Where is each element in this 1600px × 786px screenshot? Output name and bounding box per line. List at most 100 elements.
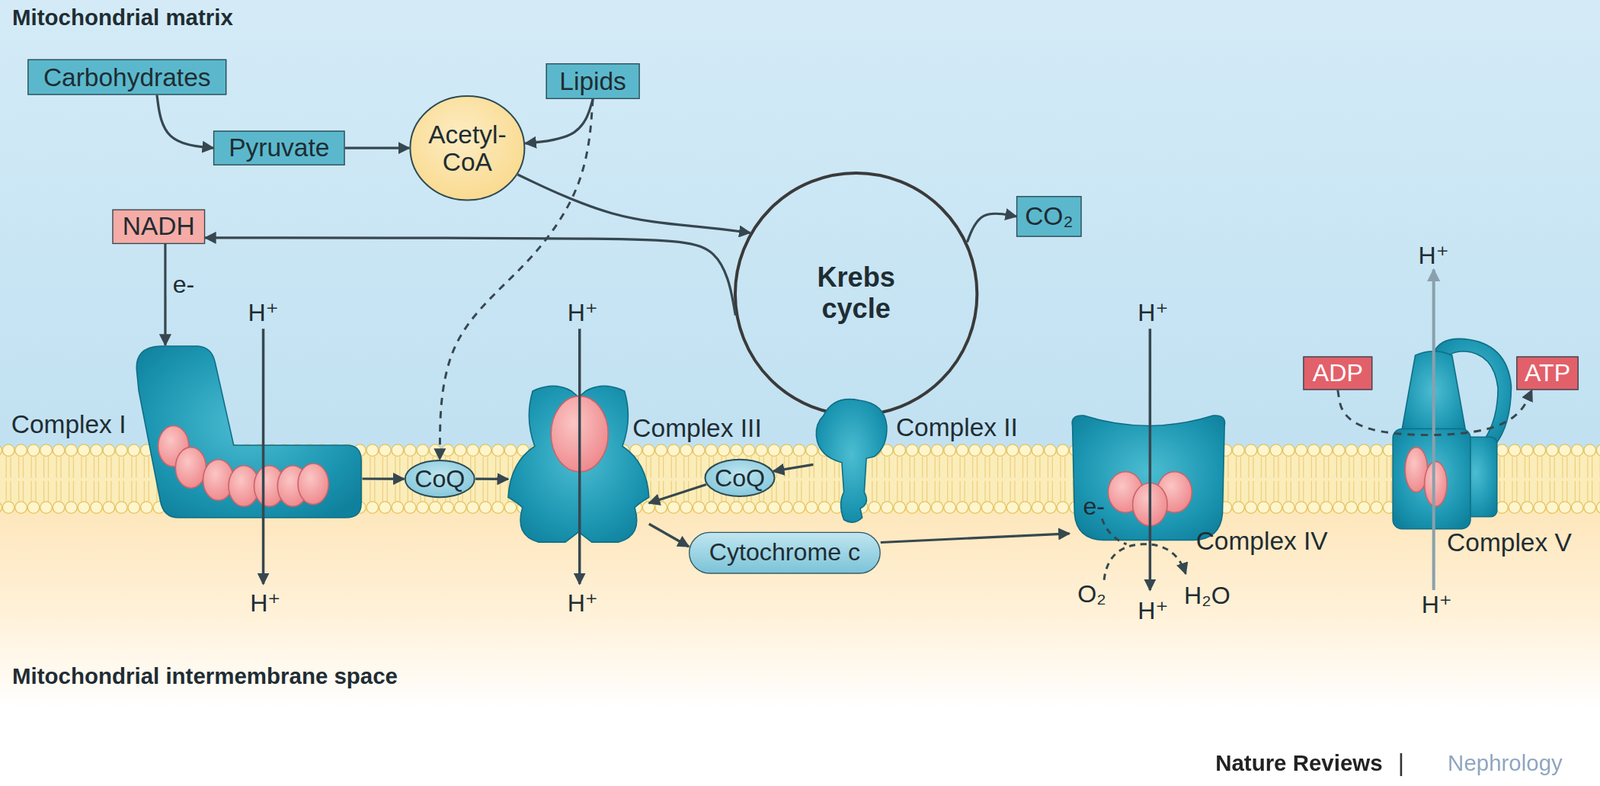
- lipid-tail: [1286, 480, 1287, 502]
- lipid-tail: [1252, 456, 1254, 478]
- lipid-head: [655, 444, 668, 457]
- lipid-tail: [60, 480, 61, 502]
- lipid-tail: [1336, 480, 1338, 502]
- lipid-tail: [1047, 480, 1049, 502]
- lipid-tail: [800, 480, 802, 502]
- lipid-tail: [1587, 456, 1588, 478]
- cofactor-cluster: [1424, 460, 1447, 506]
- lipid-head: [1496, 501, 1509, 514]
- lipid-head: [1044, 444, 1057, 457]
- connector-group: [156, 95, 1533, 547]
- lipid-tail: [788, 456, 790, 478]
- lipid-head: [102, 501, 116, 514]
- lipid-head: [793, 444, 806, 457]
- lipid-head: [969, 501, 982, 514]
- lipid-tail: [671, 456, 672, 478]
- lipid-head: [77, 444, 90, 457]
- lipid-head: [65, 444, 78, 457]
- lipid-head: [642, 501, 655, 514]
- lipid-tail: [123, 456, 125, 478]
- lipid-tail: [1340, 456, 1342, 478]
- lipid-tail: [60, 456, 61, 478]
- lipid-tail: [884, 456, 886, 478]
- lipid-tail: [1536, 480, 1538, 502]
- lipid-head: [755, 501, 768, 514]
- lipid-tail: [474, 480, 476, 502]
- node-label: ATP: [1524, 359, 1571, 387]
- node-label: NADH: [122, 212, 196, 241]
- lipid-tail: [80, 456, 82, 478]
- lipid-tail: [482, 480, 484, 502]
- cofactor-cluster: [1132, 482, 1168, 525]
- lipid-tail: [1009, 456, 1011, 478]
- lipid-tail: [1315, 456, 1317, 478]
- lipid-tail: [382, 480, 384, 502]
- lipid-tail: [1027, 456, 1028, 478]
- nucleotide-box: ADP: [1302, 355, 1373, 390]
- lipid-head: [705, 444, 718, 457]
- lipid-tail: [1260, 456, 1262, 478]
- lipid-head: [956, 501, 969, 514]
- lipid-head: [1056, 501, 1069, 514]
- lipid-tail: [1277, 480, 1279, 502]
- lipid-tail: [1378, 456, 1380, 478]
- lipid-tail: [809, 456, 810, 478]
- flow-arrow: [880, 533, 1070, 543]
- lipid-head: [115, 501, 128, 514]
- lipid-tail: [35, 456, 36, 478]
- lipid-tail: [896, 480, 898, 502]
- lipid-tail: [784, 456, 785, 478]
- lipid-tail: [662, 480, 664, 502]
- cofactor-box: NADH: [112, 209, 205, 245]
- lipid-tail: [1001, 456, 1003, 478]
- lipid-tail: [997, 480, 999, 502]
- lipid-head: [1044, 501, 1057, 514]
- lipid-head: [880, 501, 893, 514]
- lipid-tail: [486, 480, 488, 502]
- chemical-label: H₂O: [1184, 580, 1231, 610]
- lipid-tail: [387, 480, 388, 502]
- lipid-head: [379, 501, 392, 514]
- lipid-tail: [1591, 480, 1593, 502]
- protein-complex: Complex V: [1392, 336, 1516, 531]
- node-label: Lipids: [559, 67, 626, 96]
- lipid-tail: [35, 480, 36, 502]
- lipid-tail: [43, 456, 45, 478]
- chemical-label: H⁺: [567, 588, 599, 618]
- lipid-head: [717, 501, 730, 514]
- node-outline: [1069, 412, 1229, 541]
- carrier-pill: Cytochrome c: [688, 531, 881, 574]
- lipid-tail: [646, 456, 647, 478]
- protein-complex: Complex IV: [1069, 412, 1229, 541]
- lipid-tail: [1361, 456, 1363, 478]
- node-shape: [409, 96, 525, 201]
- lipid-tail: [1273, 480, 1274, 502]
- lipid-head: [27, 444, 40, 457]
- lipid-tail: [1579, 480, 1581, 502]
- lipid-head: [642, 444, 655, 457]
- node-label: Krebs cycle: [800, 263, 912, 325]
- lipid-head: [1508, 444, 1521, 457]
- lipid-tail: [1248, 480, 1249, 502]
- protein-subunit: [816, 399, 887, 522]
- lipid-head: [1584, 501, 1597, 514]
- lipid-tail: [387, 456, 388, 478]
- lipid-head: [403, 444, 416, 457]
- lipid-tail: [1529, 456, 1530, 478]
- lipid-head: [454, 501, 467, 514]
- lipid-tail: [1290, 480, 1292, 502]
- lipid-head: [27, 501, 40, 514]
- lipid-head: [742, 444, 756, 457]
- lipid-tail: [1549, 456, 1551, 478]
- lipid-tail: [876, 480, 877, 502]
- lipid-tail: [1591, 456, 1593, 478]
- lipid-head: [868, 501, 881, 514]
- lipid-tail: [43, 480, 45, 502]
- chemical-label: H⁺: [1421, 589, 1453, 619]
- lipid-tail: [1361, 480, 1363, 502]
- flow-arrow: [524, 99, 593, 144]
- lipid-head: [793, 501, 806, 514]
- lipid-head: [893, 444, 906, 457]
- lipid-tail: [1561, 456, 1563, 478]
